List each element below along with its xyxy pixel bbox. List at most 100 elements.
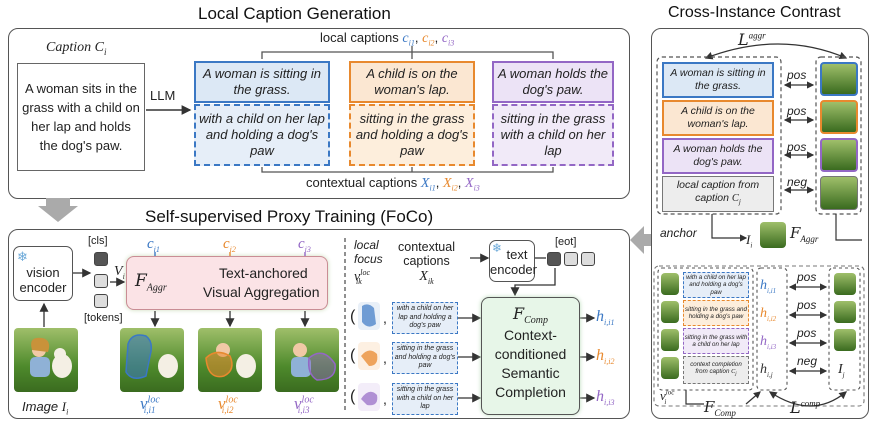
h-3: hi,i3 bbox=[596, 388, 615, 408]
lower-ij: Ij bbox=[838, 362, 845, 379]
focus-image-1 bbox=[120, 328, 184, 392]
lower-pos-1: pos bbox=[797, 270, 817, 284]
lower-image-3 bbox=[834, 329, 856, 351]
lower-crop-4 bbox=[661, 357, 679, 379]
lower-text-1: with a child on her lap and holding a do… bbox=[683, 272, 749, 298]
local-caption-1: A woman is sitting in the grass. bbox=[194, 61, 330, 103]
contrast-local-3: A woman holds the dog's paw. bbox=[662, 138, 774, 174]
lower-pos-2: pos bbox=[797, 298, 817, 312]
contextual-captions-label: contextual captions Xi1, Xi2, Xi3 bbox=[306, 175, 480, 193]
title-local-caption-generation: Local Caption Generation bbox=[198, 4, 391, 23]
v-loc-3: vloci,i3 bbox=[294, 394, 314, 416]
lower-image-1 bbox=[834, 273, 856, 295]
snowflake-icon: ❄ bbox=[492, 241, 503, 255]
cls-token bbox=[94, 252, 108, 266]
caption-text: A woman sits in the grass with a child o… bbox=[22, 81, 140, 153]
image-label: Image Ii bbox=[22, 399, 69, 417]
contrast-local-2: A child is on the woman's lap. bbox=[662, 100, 774, 136]
input-image bbox=[14, 328, 78, 392]
lower-image-2 bbox=[834, 301, 856, 323]
lower-neg: neg bbox=[797, 354, 818, 368]
x-ik-label: contextual captions Xik bbox=[398, 240, 455, 286]
contrast-image-4 bbox=[820, 176, 858, 210]
lower-crop-1 bbox=[661, 273, 679, 295]
vi-label: Vi bbox=[114, 264, 125, 281]
lower-text-2: sitting in the grass and holding a dog's… bbox=[683, 300, 749, 326]
f-aggr-symbol: FAggr bbox=[135, 271, 167, 294]
lower-text-3: sitting in the grass with a child on her… bbox=[683, 328, 749, 354]
local-captions-label: local captions ci1, ci2, ci3 bbox=[320, 30, 455, 48]
patch-token-1 bbox=[94, 274, 108, 288]
lower-h-2: hi,i2 bbox=[760, 306, 777, 323]
l-comp-label: Lcomp bbox=[790, 398, 821, 417]
pos-label-2: pos bbox=[787, 104, 807, 118]
caption-label: Caption Ci bbox=[46, 40, 107, 57]
tav-line-1: Text-anchored bbox=[219, 265, 308, 281]
lower-crop-3 bbox=[661, 329, 679, 351]
lower-v-loc: vloci bbox=[660, 388, 675, 406]
patch-token-2 bbox=[94, 294, 108, 308]
c-label-1: ci1 bbox=[147, 236, 160, 254]
ccsc-line-2: conditioned bbox=[494, 346, 567, 363]
cls-label: [cls] bbox=[88, 235, 108, 247]
pos-label-3: pos bbox=[787, 140, 807, 154]
focus-image-3 bbox=[275, 328, 339, 392]
contrast-local-negative: local caption from caption Cj bbox=[662, 176, 774, 212]
contrast-local-1: A woman is sitting in the grass. bbox=[662, 62, 774, 98]
title-cross-instance-contrast: Cross-Instance Contrast bbox=[668, 4, 841, 21]
lower-h-3: hi,i3 bbox=[760, 334, 777, 351]
lower-pos-3: pos bbox=[797, 326, 817, 340]
pair-open-3: ( bbox=[350, 388, 356, 405]
pair-comma-2: , bbox=[383, 350, 387, 366]
l-aggr-label: Laggr bbox=[738, 30, 766, 49]
lower-crop-2 bbox=[661, 301, 679, 323]
ccsc-line-1: Context- bbox=[504, 327, 557, 344]
h-1: hi,i1 bbox=[596, 308, 615, 328]
lower-f-comp: FComp bbox=[704, 398, 736, 418]
completion-box: FComp Context- conditioned Semantic Comp… bbox=[481, 297, 580, 415]
contrast-image-1 bbox=[820, 62, 858, 96]
eot-label: [eot] bbox=[555, 236, 577, 248]
caption-box: A woman sits in the grass with a child o… bbox=[17, 63, 145, 171]
anchor-image bbox=[760, 222, 786, 248]
anchor-label: anchor bbox=[660, 226, 697, 240]
h-2: hi,i2 bbox=[596, 347, 615, 367]
f-comp-symbol: FComp bbox=[512, 304, 548, 327]
ccsc-line-4: Completion bbox=[495, 384, 566, 401]
v-loc-2: vloci,i2 bbox=[218, 394, 238, 416]
contextual-caption-3: sitting in the grass with a child on her… bbox=[492, 104, 614, 166]
pair-comma-3: , bbox=[383, 391, 387, 407]
pair-caption-1: with a child on her lap and holding a do… bbox=[392, 302, 458, 334]
anchor-image-label: Ii bbox=[746, 232, 753, 250]
v-loc-1: vloci,i1 bbox=[140, 394, 160, 416]
tokens-label: [tokens] bbox=[84, 312, 123, 324]
anchor-f-aggr: FAggr bbox=[790, 224, 819, 244]
eot-token bbox=[547, 252, 561, 266]
contrast-image-2 bbox=[820, 100, 858, 134]
pair-open-1: ( bbox=[350, 308, 356, 325]
neg-label: neg bbox=[787, 175, 808, 189]
llm-label: LLM bbox=[150, 88, 176, 103]
pos-label-1: pos bbox=[787, 68, 807, 82]
contrast-image-3 bbox=[820, 138, 858, 172]
pair-crop-2 bbox=[358, 342, 380, 370]
c-label-3: ci3 bbox=[298, 236, 311, 254]
left-arrow bbox=[630, 226, 652, 254]
snowflake-icon: ❄ bbox=[17, 249, 28, 264]
pair-crop-1 bbox=[358, 302, 380, 330]
local-focus-label: local focus vlocik bbox=[354, 238, 383, 287]
contextual-caption-1: with a child on her lap and holding a do… bbox=[194, 104, 330, 166]
pair-crop-3 bbox=[358, 383, 380, 411]
vision-encoder: ❄ vision encoder bbox=[13, 246, 73, 301]
title-proxy-training: Self-supervised Proxy Training (FoCo) bbox=[145, 207, 434, 226]
pair-comma-1: , bbox=[383, 310, 387, 326]
ccsc-line-3: Semantic bbox=[501, 365, 560, 382]
text-token-1 bbox=[564, 252, 578, 266]
down-arrow bbox=[38, 198, 78, 222]
lower-h-4: hi,j bbox=[760, 362, 773, 379]
lower-text-4: context completion from caption Cj bbox=[683, 356, 749, 384]
local-caption-2: A child is on the woman's lap. bbox=[349, 61, 475, 103]
